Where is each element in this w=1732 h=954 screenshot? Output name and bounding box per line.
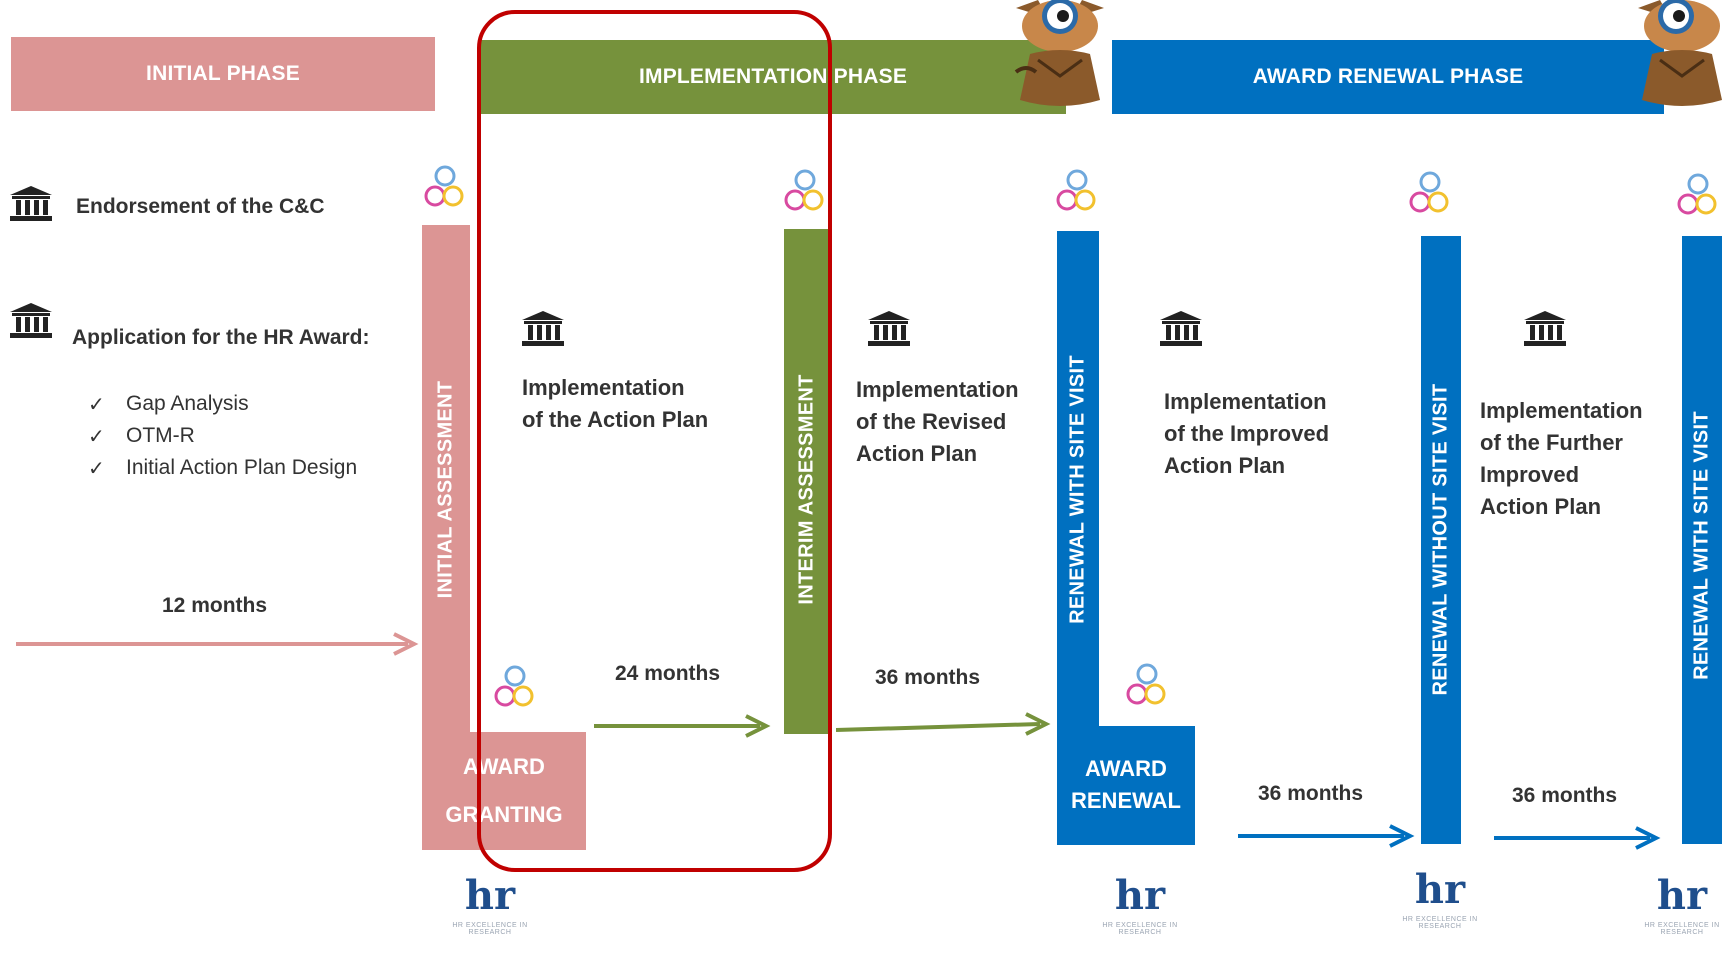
- award-renewal-box: AWARD RENEWAL: [1057, 726, 1195, 845]
- arrow-12-months: [16, 632, 419, 656]
- detective-mascot-icon: [1008, 0, 1112, 112]
- rings-icon: [1677, 173, 1717, 215]
- list-item: OTM-R: [126, 424, 195, 447]
- plan-line: Action Plan: [856, 441, 978, 466]
- detective-mascot-icon: [1630, 0, 1732, 112]
- institution-icon: [1160, 311, 1202, 346]
- implementation-phase-header: IMPLEMENTATION PHASE: [480, 40, 1066, 114]
- initial-assessment-label: INITIAL ASSESSMENT: [434, 380, 457, 599]
- arrow-36-months-improved: [1238, 824, 1415, 848]
- rings-icon: [1409, 171, 1449, 213]
- hr-logo-mark: hr: [1414, 866, 1466, 913]
- rings-icon: [494, 665, 534, 707]
- rings-icon: [784, 169, 824, 211]
- initial-phase-header: INITIAL PHASE: [11, 37, 435, 111]
- renewal-without-visit-label: RENEWAL WITHOUT SITE VISIT: [1429, 383, 1452, 696]
- plan-line: of the Further: [1480, 430, 1623, 455]
- hr-logo-mark: hr: [1656, 872, 1708, 919]
- duration-36-months-further: 36 months: [1512, 784, 1618, 807]
- plan-revised: Implementation of the Revised Action Pla…: [856, 374, 1019, 470]
- application-text: Application for the HR Award:: [72, 326, 370, 349]
- plan-action-plan: Implementation of the Action Plan: [522, 372, 708, 436]
- plan-line: Action Plan: [1480, 494, 1602, 519]
- institution-icon: [522, 311, 564, 346]
- rings-icon: [1056, 169, 1096, 211]
- award-granting-line1: AWARD: [463, 754, 545, 779]
- renewal-phase-label: AWARD RENEWAL PHASE: [1252, 65, 1524, 88]
- arrow-24-months: [594, 714, 771, 738]
- initial-phase-label: INITIAL PHASE: [146, 62, 300, 85]
- renewal-with-visit-label-1: RENEWAL WITH SITE VISIT: [1066, 355, 1089, 624]
- checkmark-icon: ✓: [88, 394, 105, 416]
- renewal-with-visit-label-2: RENEWAL WITH SITE VISIT: [1690, 411, 1713, 680]
- arrow-36-months-further: [1494, 826, 1661, 850]
- hr-logo-icon: hr HR EXCELLENCE IN RESEARCH: [1390, 866, 1490, 931]
- award-granting-line2: GRANTING: [445, 802, 563, 827]
- checkmark-icon: ✓: [88, 458, 105, 480]
- duration-36-months-revised: 36 months: [875, 666, 981, 689]
- award-granting-box: AWARD GRANTING: [422, 732, 586, 850]
- plan-line: of the Revised: [856, 409, 1007, 434]
- plan-line: Improved: [1480, 462, 1580, 487]
- hr-logo-icon: hr HR EXCELLENCE IN RESEARCH: [440, 872, 540, 937]
- institution-icon: [8, 302, 54, 345]
- hr-logo-caption: HR EXCELLENCE IN RESEARCH: [1402, 916, 1478, 930]
- renewal-phase-header: AWARD RENEWAL PHASE: [1112, 40, 1664, 114]
- plan-further: Implementation of the Further Improved A…: [1480, 395, 1643, 523]
- institution-icon: [868, 311, 910, 346]
- rings-icon: [424, 165, 464, 207]
- renewal-without-visit-bar: [1421, 236, 1461, 844]
- endorsement-text: Endorsement of the C&C: [76, 195, 325, 218]
- award-renewal-line2: RENEWAL: [1071, 788, 1181, 813]
- hr-logo-caption: HR EXCELLENCE IN RESEARCH: [1102, 922, 1178, 936]
- duration-36-months-improved: 36 months: [1258, 782, 1364, 805]
- list-item: Gap Analysis: [126, 392, 249, 415]
- highlight-frame: [477, 10, 832, 872]
- plan-line: of the Improved: [1164, 421, 1330, 446]
- hr-logo-mark: hr: [1114, 872, 1166, 919]
- rings-icon: [1126, 663, 1166, 705]
- renewal-with-visit-bar-2: [1682, 236, 1722, 844]
- hr-logo-icon: hr HR EXCELLENCE IN RESEARCH: [1090, 872, 1190, 937]
- duration-24-months: 24 months: [615, 662, 721, 685]
- plan-improved: Implementation of the Improved Action Pl…: [1164, 386, 1329, 482]
- plan-line: Implementation: [1164, 389, 1327, 414]
- checkmark-icon: ✓: [88, 426, 105, 448]
- plan-line: Implementation: [1480, 398, 1643, 423]
- duration-12-months: 12 months: [162, 594, 268, 617]
- plan-line: Implementation: [856, 377, 1019, 402]
- hr-logo-caption: HR EXCELLENCE IN RESEARCH: [452, 922, 528, 936]
- plan-line: of the Action Plan: [522, 407, 709, 432]
- hr-logo-caption: HR EXCELLENCE IN RESEARCH: [1644, 922, 1720, 936]
- institution-icon: [1524, 311, 1566, 346]
- list-item: Initial Action Plan Design: [126, 456, 358, 479]
- award-renewal-line1: AWARD: [1085, 756, 1167, 781]
- plan-line: Implementation: [522, 375, 685, 400]
- hr-logo-mark: hr: [464, 872, 516, 919]
- hr-logo-icon: hr HR EXCELLENCE IN RESEARCH: [1632, 872, 1732, 937]
- implementation-phase-label: IMPLEMENTATION PHASE: [638, 65, 908, 88]
- plan-line: Action Plan: [1164, 453, 1286, 478]
- institution-icon: [8, 185, 54, 228]
- arrow-36-months-revised: [836, 712, 1051, 736]
- interim-assessment-bar: [784, 229, 830, 734]
